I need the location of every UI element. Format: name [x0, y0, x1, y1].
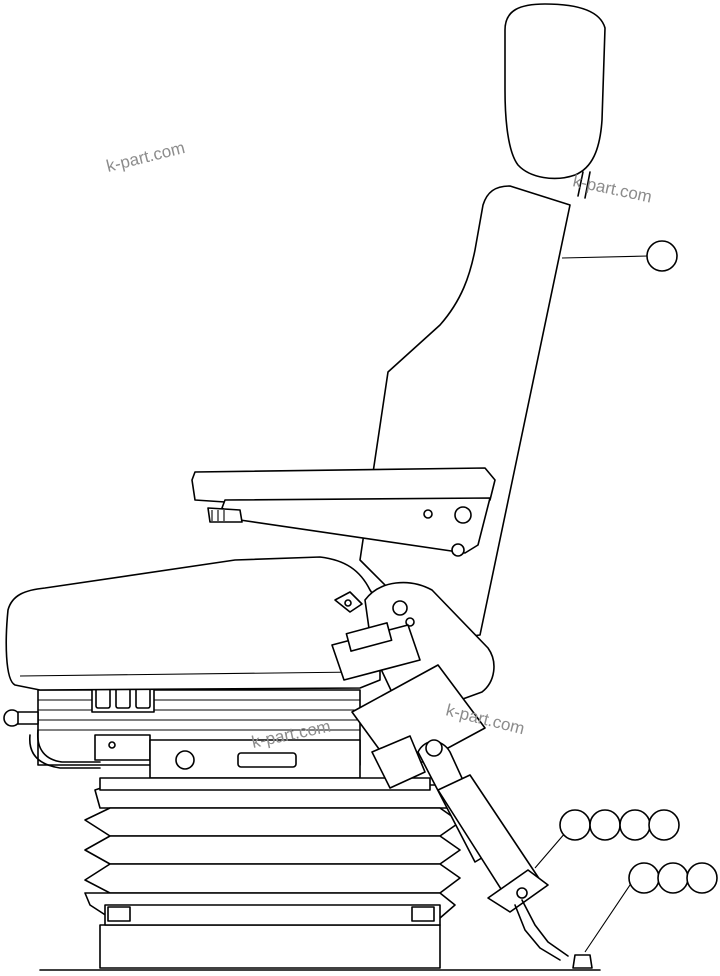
watermark-2: k-part.com	[571, 171, 653, 206]
watermark-1: k-part.com	[104, 138, 187, 176]
suspension-bellows	[84, 784, 461, 926]
seat-cushion	[5, 556, 381, 691]
belt-anchor-bolt	[572, 954, 593, 969]
callout-belt-group	[559, 809, 680, 841]
base-bolt-left	[107, 906, 131, 922]
armrest	[191, 467, 496, 557]
weight-indicator-window	[237, 752, 297, 768]
callout-mount-group	[628, 862, 718, 894]
callout-backrest	[646, 240, 678, 272]
armrest-adjust-screw	[451, 543, 465, 557]
seat-base-pedestal	[39, 924, 601, 971]
seat-belt-assembly	[331, 581, 593, 969]
seat-frame	[3, 679, 431, 791]
height-knob	[175, 750, 195, 770]
armrest-tilt-wheel	[207, 507, 243, 523]
base-bolt-right	[411, 906, 435, 922]
headrest	[504, 3, 606, 199]
backrest	[359, 185, 571, 641]
